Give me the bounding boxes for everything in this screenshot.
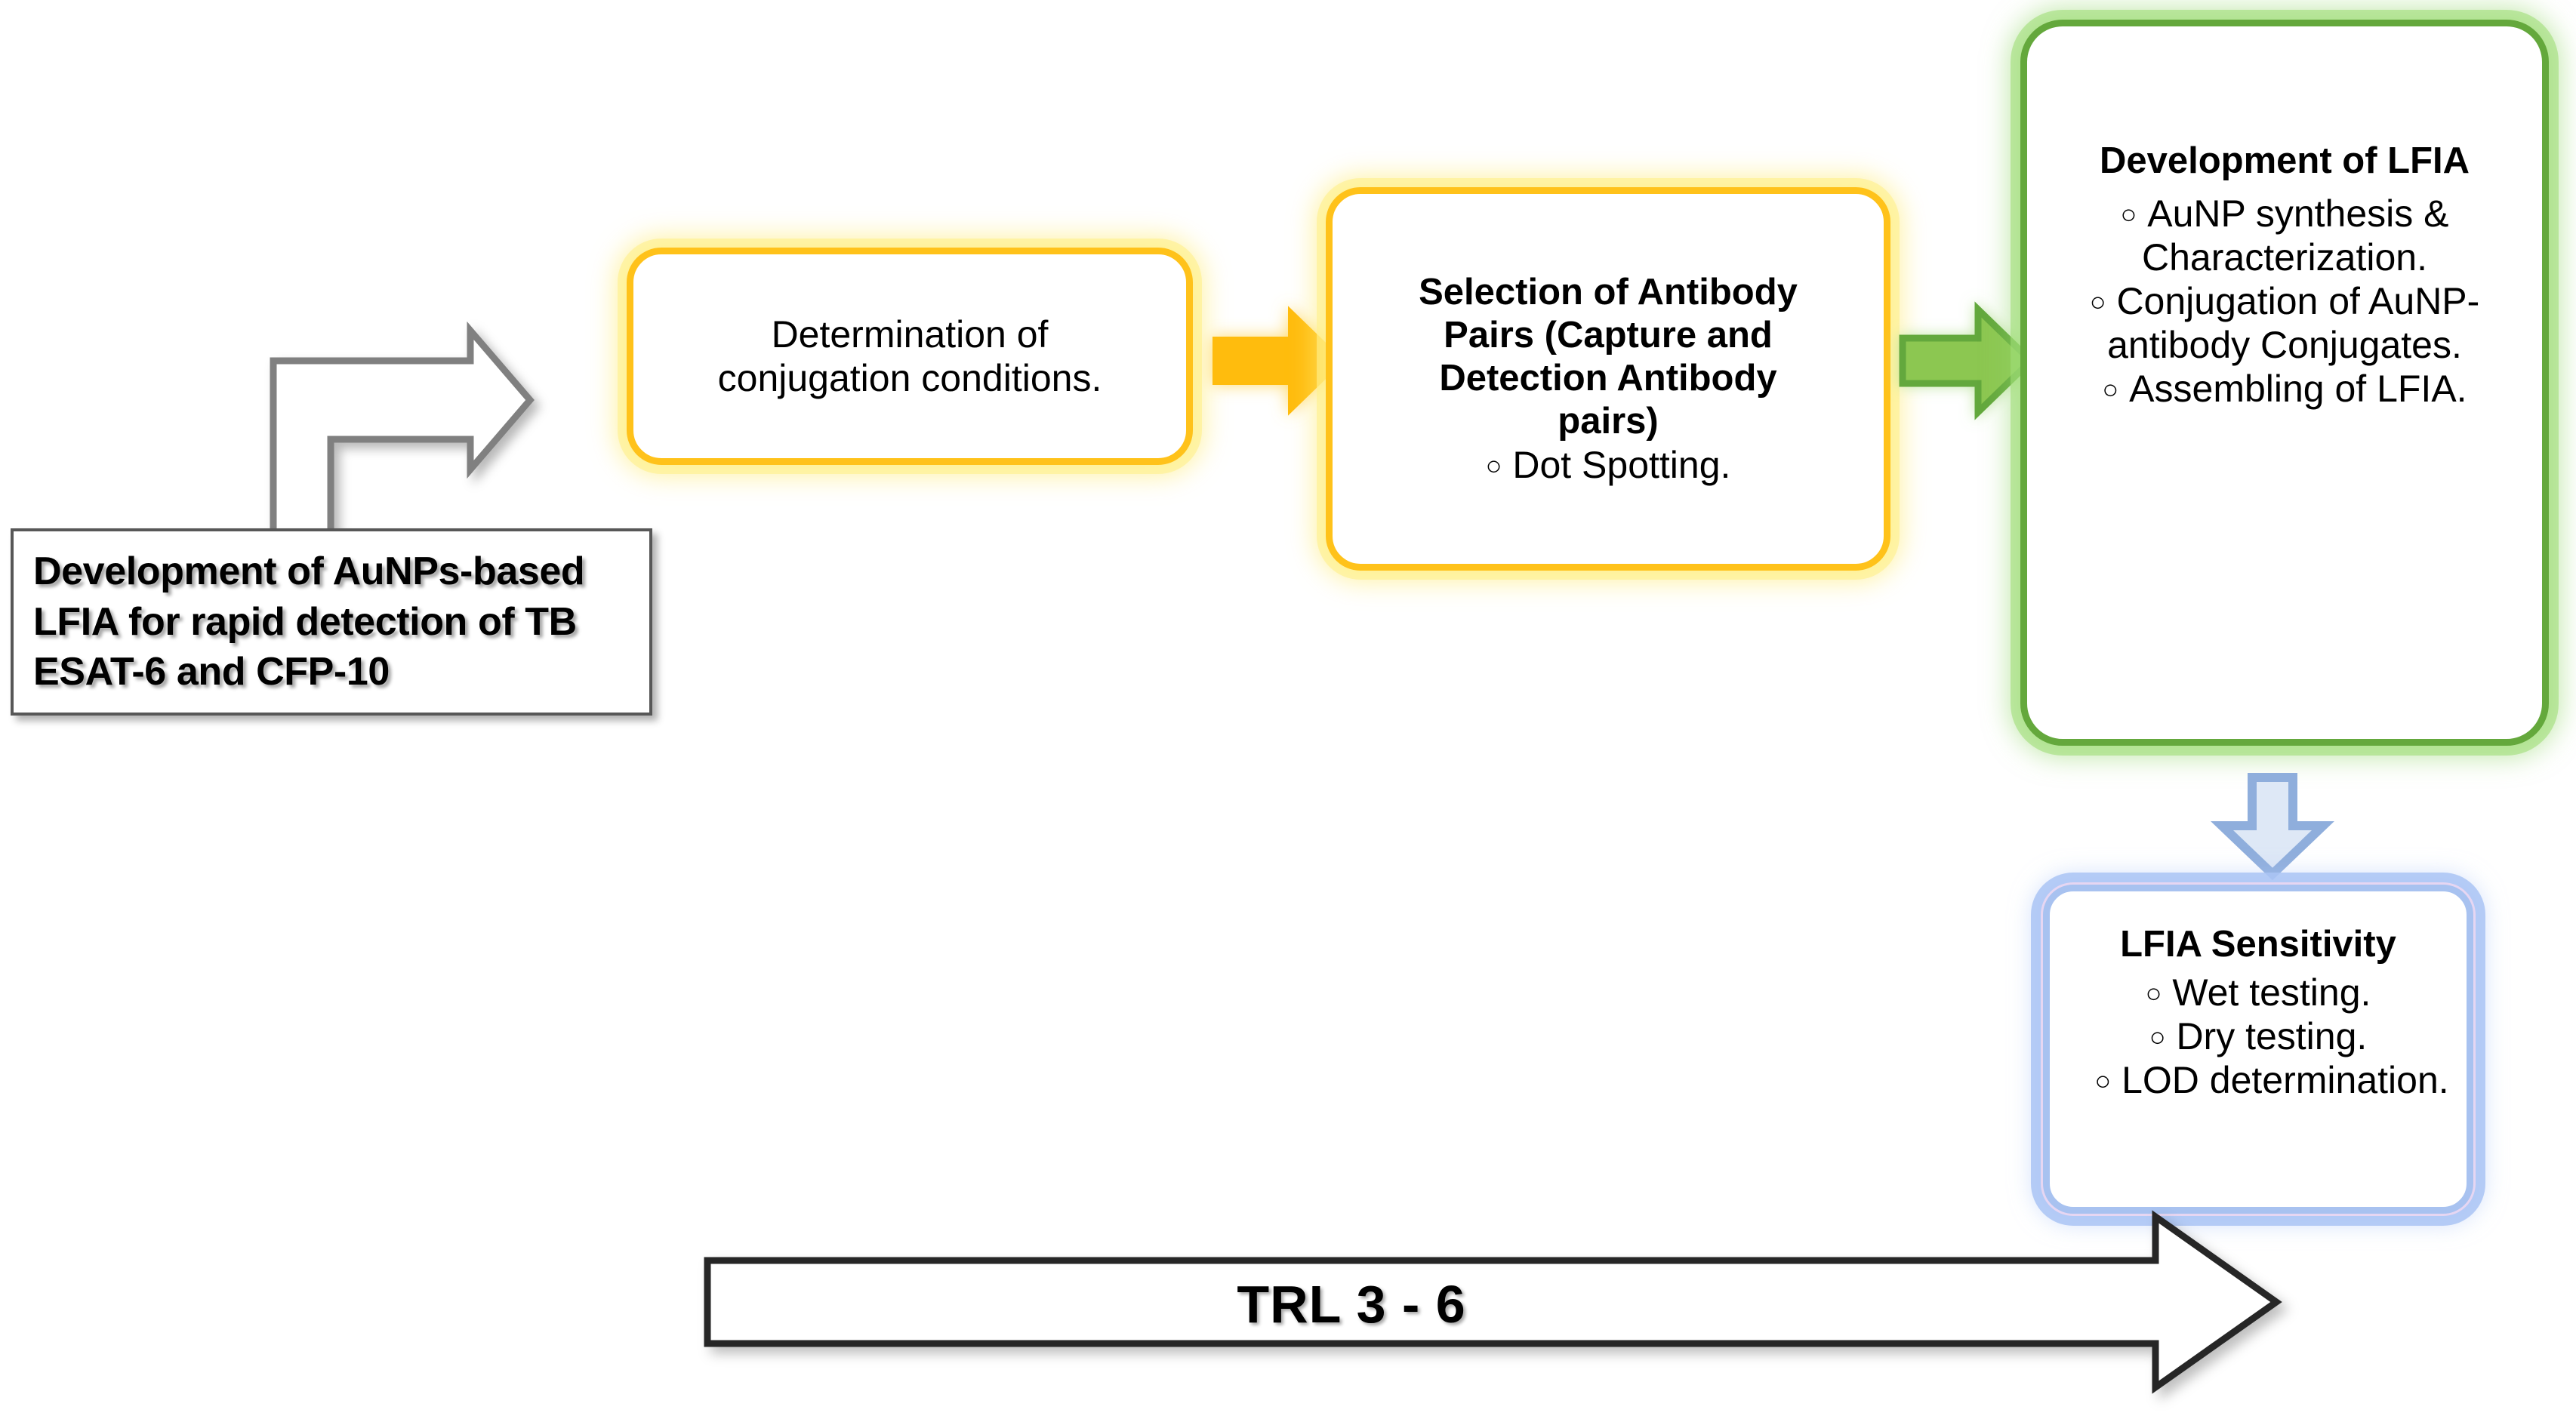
trl-arrow-label: TRL 3 - 6 [1237, 1275, 1466, 1334]
list-item: ○AuNP synthesis & Characterization. [2027, 192, 2542, 279]
node-lfia-sens-title: LFIA Sensitivity [2120, 924, 2396, 965]
node-lfia-sens-bullet-3: LOD determination. [2122, 1058, 2449, 1101]
node-lfia-dev-title: Development of LFIA [2099, 140, 2470, 181]
down-arrow [2211, 773, 2334, 881]
trl-arrow [704, 1210, 2282, 1394]
circle-bullet-icon: ○ [2145, 977, 2162, 1008]
node-lfia-dev-bullet-2: Conjugation of AuNP-antibody Conjugates. [2107, 279, 2480, 366]
circle-bullet-icon: ○ [2094, 1064, 2112, 1096]
circle-bullet-icon: ○ [2089, 285, 2106, 317]
node-lfia-sens-bullet-1: Wet testing. [2172, 971, 2371, 1014]
list-item: ○ Assembling of LFIA. [2027, 367, 2542, 411]
node-antibody-title-1: Selection of Antibody [1419, 272, 1798, 313]
node-start[interactable]: Development of AuNPs-based LFIA for rapi… [11, 528, 652, 716]
node-antibody-bullet-list: ○ Dot Spotting. [1333, 443, 1884, 487]
list-item: ○Conjugation of AuNP-antibody Conjugates… [2027, 279, 2542, 367]
elbow-arrow [270, 321, 535, 553]
node-conjugation-line-2: conjugation conditions. [717, 357, 1102, 399]
green-right-arrow [1899, 301, 2036, 420]
node-antibody-pairs[interactable]: Selection of Antibody Pairs (Capture and… [1326, 187, 1890, 571]
node-antibody-title-2: Pairs (Capture and [1444, 315, 1773, 356]
node-antibody-bullet-1: Dot Spotting. [1512, 443, 1731, 486]
node-start-line-3: ESAT-6 and CFP-10 [33, 650, 390, 694]
node-start-line-2: LFIA for rapid detection of TB [33, 599, 577, 644]
list-item: ○ Dot Spotting. [1333, 443, 1884, 487]
node-lfia-sens-bullet-2: Dry testing. [2176, 1014, 2368, 1057]
node-lfia-dev-bullet-3: Assembling of LFIA. [2129, 367, 2467, 410]
orange-right-arrow [1213, 306, 1345, 416]
node-lfia-sens-bullet-list: ○Wet testing. ○Dry testing. ○LOD determi… [2050, 971, 2467, 1102]
node-conjugation-conditions[interactable]: Determination of conjugation conditions. [627, 248, 1193, 465]
node-lfia-dev-bullet-list: ○AuNP synthesis & Characterization. ○Con… [2027, 192, 2542, 411]
node-lfia-sensitivity[interactable]: LFIA Sensitivity ○Wet testing. ○Dry test… [2043, 885, 2473, 1214]
list-item: ○ Wet testing. [2050, 971, 2467, 1014]
node-antibody-title-4: pairs) [1558, 400, 1659, 442]
circle-bullet-icon: ○ [2149, 1020, 2166, 1052]
node-conjugation-line-1: Determination of [771, 313, 1049, 356]
circle-bullet-icon: ○ [2102, 373, 2119, 405]
node-start-line-1: Development of AuNPs-based [33, 549, 585, 594]
node-lfia-development[interactable]: Development of LFIA ○AuNP synthesis & Ch… [2020, 20, 2549, 746]
circle-bullet-icon: ○ [2120, 198, 2137, 229]
node-antibody-title-3: Detection Antibody [1439, 358, 1777, 399]
list-item: ○ Dry testing. [2050, 1014, 2467, 1058]
list-item: ○ LOD determination. [2050, 1058, 2467, 1102]
node-lfia-dev-bullet-1: AuNP synthesis & Characterization. [2142, 192, 2449, 279]
circle-bullet-icon: ○ [1485, 449, 1502, 481]
